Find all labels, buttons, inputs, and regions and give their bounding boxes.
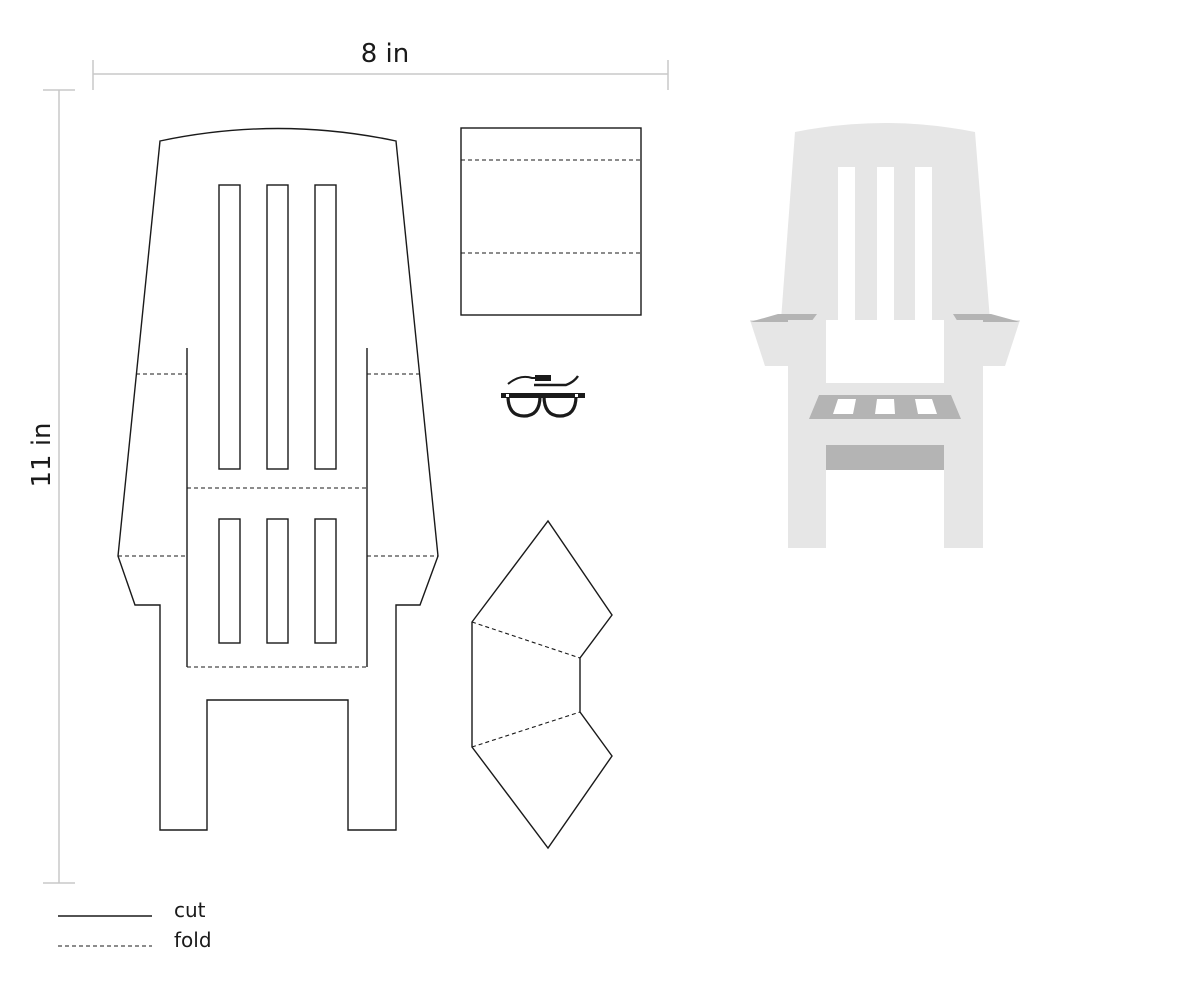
back-slot-left xyxy=(218,184,241,470)
seat-slot-middle xyxy=(266,518,289,644)
support-fold-upper xyxy=(471,621,581,659)
square-piece xyxy=(460,127,642,316)
height-dimension: 11 in xyxy=(27,89,75,884)
preview-seat-slot-middle xyxy=(875,399,895,414)
square-piece-outline xyxy=(460,127,642,316)
legend-cut-label: cut xyxy=(174,898,206,922)
preview-back-slot-middle xyxy=(877,167,894,383)
support-fold-lower xyxy=(471,711,581,748)
width-label: 8 in xyxy=(361,39,410,69)
support-piece xyxy=(471,519,613,850)
support-piece-outline xyxy=(471,519,613,850)
back-slot-middle xyxy=(266,184,289,470)
seat-slot-left xyxy=(218,518,241,644)
preview-seat-front xyxy=(826,445,944,470)
assembled-chair-preview xyxy=(750,123,1020,548)
preview-back-slot-left xyxy=(838,167,855,383)
legend-fold-label: fold xyxy=(174,928,212,952)
glasses-icon xyxy=(501,375,585,418)
chair-body-piece xyxy=(117,127,439,831)
height-label: 11 in xyxy=(27,422,57,487)
preview-seat-slot-left xyxy=(833,399,856,414)
preview-seat-slot-right xyxy=(915,399,937,414)
seat-slot-right xyxy=(314,518,337,644)
back-slot-right xyxy=(314,184,337,470)
width-dimension: 8 in xyxy=(92,39,669,90)
preview-back-slot-right xyxy=(915,167,932,383)
legend: cut fold xyxy=(58,898,212,952)
chair-body-outline xyxy=(117,127,439,831)
